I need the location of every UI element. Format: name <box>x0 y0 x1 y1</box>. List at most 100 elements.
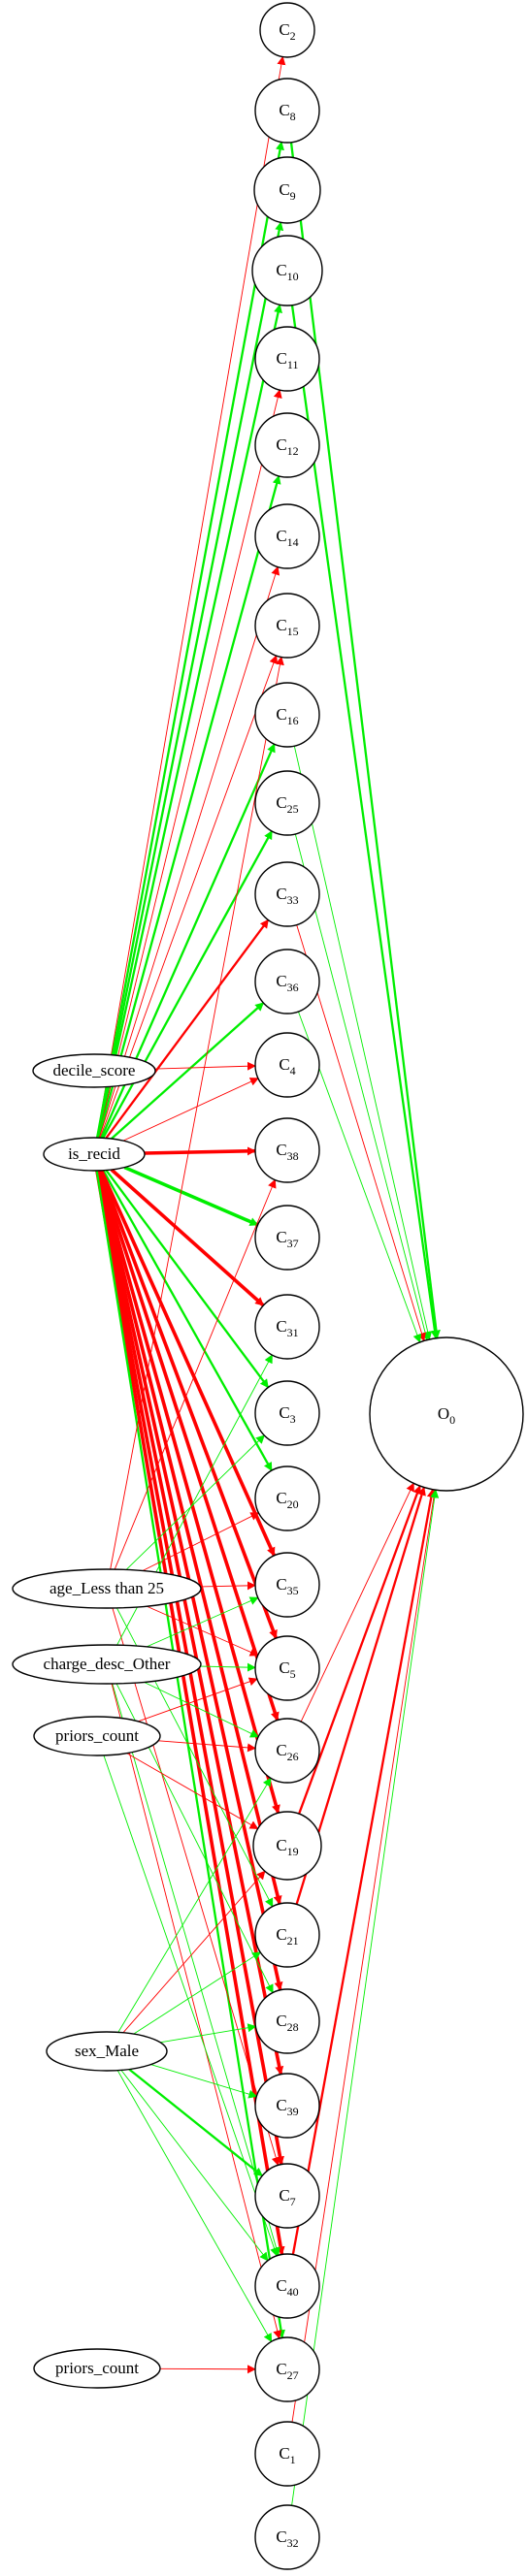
node-C3[interactable]: C3 <box>254 1380 320 1446</box>
edge-is_recid-C38 <box>144 1146 256 1156</box>
node-C21-subscript: 21 <box>287 1934 299 1948</box>
node-C10-circle <box>251 235 323 306</box>
node-C4[interactable]: C4 <box>254 1032 320 1098</box>
node-C5[interactable]: C5 <box>254 1635 320 1701</box>
edge-charge_other-C35 <box>146 1596 259 1648</box>
edge-C32-O0 <box>291 1489 440 2506</box>
edge-is_recid-C37 <box>123 1165 259 1227</box>
node-C32[interactable]: C32 <box>254 2504 320 2570</box>
node-C1[interactable]: C1 <box>254 2421 320 2487</box>
edge-is_recid-C10 <box>96 304 282 1139</box>
node-C21[interactable]: C21 <box>254 1902 320 1968</box>
node-C11[interactable]: C11 <box>254 326 320 392</box>
edge-charge_other-C27 <box>111 1683 282 2339</box>
node-C27-label-text: C <box>276 2360 286 2378</box>
node-C1-circle <box>254 2421 320 2487</box>
node-C39[interactable]: C39 <box>254 2073 320 2139</box>
node-sex_male-ellipse <box>46 2031 168 2072</box>
node-O0[interactable]: O0 <box>369 1336 524 1492</box>
node-C39-circle <box>254 2073 320 2139</box>
node-C33-label-text: C <box>276 885 286 903</box>
edge-is_recid-C2 <box>96 55 286 1139</box>
node-C27[interactable]: C27 <box>254 2336 320 2402</box>
node-C38-label: C38 <box>276 1141 298 1163</box>
node-decile_score[interactable]: decile_score <box>32 1053 156 1088</box>
node-decile_score-label-text: decile_score <box>53 1061 136 1079</box>
node-C35-subscript: 35 <box>287 1584 299 1597</box>
node-C11-subscript: 11 <box>287 358 299 371</box>
node-C2[interactable]: C2 <box>259 2 315 58</box>
node-C35-label-text: C <box>276 1575 286 1594</box>
edge-is_recid-C14 <box>98 565 280 1139</box>
node-C32-subscript: 32 <box>287 2536 299 2550</box>
edges-layer <box>95 55 441 2506</box>
node-C15[interactable]: C15 <box>254 593 320 659</box>
node-O0-circle <box>369 1336 524 1492</box>
node-C26[interactable]: C26 <box>254 1718 320 1784</box>
node-C9[interactable]: C9 <box>253 156 321 224</box>
node-C12[interactable]: C12 <box>254 412 320 478</box>
edge-is_recid-C8 <box>95 141 284 1139</box>
node-C28-subscript: 28 <box>287 2020 299 2034</box>
node-C33[interactable]: C33 <box>254 861 320 927</box>
node-C25-label: C25 <box>276 793 298 816</box>
node-C7[interactable]: C7 <box>254 2163 320 2229</box>
node-C32-label-text: C <box>276 2528 286 2546</box>
node-C21-circle <box>254 1902 320 1968</box>
node-C15-label: C15 <box>276 616 298 638</box>
node-charge_other-ellipse <box>12 1644 202 1685</box>
node-C40[interactable]: C40 <box>254 2253 320 2319</box>
node-C39-subscript: 39 <box>287 2105 299 2118</box>
node-C20-subscript: 20 <box>287 1497 299 1511</box>
node-C14-label: C14 <box>276 527 298 549</box>
node-C31[interactable]: C31 <box>254 1294 320 1360</box>
node-C28[interactable]: C28 <box>254 1988 320 2054</box>
edge-priors_count_a-C40 <box>103 1755 279 2257</box>
node-C20-label-text: C <box>276 1489 286 1507</box>
node-C20-circle <box>254 1465 320 1531</box>
node-C5-label: C5 <box>279 1658 295 1681</box>
node-C10[interactable]: C10 <box>251 235 323 306</box>
edge-is_recid-C11 <box>97 389 282 1139</box>
node-C11-label-text: C <box>277 349 287 368</box>
node-C5-circle <box>254 1635 320 1701</box>
edge-sex_male-C26 <box>117 1777 272 2033</box>
edge-priors_count_a-C5 <box>138 1677 258 1723</box>
node-C2-circle <box>259 2 315 58</box>
node-priors_count_b-label: priors_count <box>55 2359 139 2377</box>
node-C25[interactable]: C25 <box>254 770 320 836</box>
node-C8[interactable]: C8 <box>254 78 320 144</box>
node-priors_count_a-label: priors_count <box>55 1726 139 1745</box>
node-C40-circle <box>254 2253 320 2319</box>
node-C9-circle <box>253 156 321 224</box>
node-is_recid[interactable]: is_recid <box>43 1137 146 1172</box>
node-C40-subscript: 40 <box>287 2285 299 2299</box>
edge-age_lt25-C3 <box>125 1434 265 1570</box>
node-C36[interactable]: C36 <box>254 949 320 1014</box>
node-C38[interactable]: C38 <box>254 1117 320 1183</box>
node-age_lt25[interactable]: age_Less than 25 <box>12 1568 202 1609</box>
node-C26-label-text: C <box>276 1741 286 1759</box>
node-C20[interactable]: C20 <box>254 1465 320 1531</box>
node-priors_count_a[interactable]: priors_count <box>33 1716 161 1756</box>
node-C35[interactable]: C35 <box>254 1552 320 1618</box>
node-C36-label: C36 <box>276 972 298 994</box>
edge-age_lt25-C5 <box>146 1605 259 1657</box>
edge-charge_other-C5 <box>200 1662 256 1672</box>
node-C31-label-text: C <box>276 1317 286 1336</box>
edge-is_recid-C5 <box>98 1170 279 1639</box>
node-C27-circle <box>254 2336 320 2402</box>
edge-is_recid-C39 <box>95 1170 284 2076</box>
node-C19-label: C19 <box>276 1836 298 1858</box>
node-charge_other[interactable]: charge_desc_Other <box>12 1644 202 1685</box>
node-C19[interactable]: C19 <box>252 1811 322 1881</box>
node-C14[interactable]: C14 <box>254 503 320 569</box>
node-C37[interactable]: C37 <box>254 1205 320 1271</box>
node-priors_count_a-label-text: priors_count <box>55 1726 139 1745</box>
node-C1-label-text: C <box>279 2444 289 2463</box>
node-sex_male[interactable]: sex_Male <box>46 2031 168 2072</box>
node-C5-subscript: 5 <box>290 1667 296 1681</box>
node-priors_count_b[interactable]: priors_count <box>33 2348 161 2389</box>
edge-sex_male-C19 <box>122 1870 266 2034</box>
node-C16[interactable]: C16 <box>254 682 320 748</box>
